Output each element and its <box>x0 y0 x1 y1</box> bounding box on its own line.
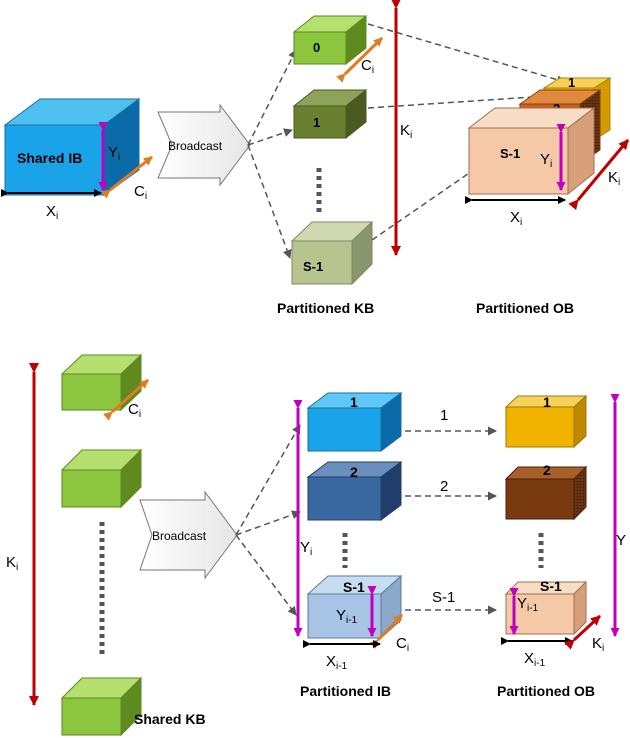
shared-ib-c-arrow <box>100 155 153 199</box>
broadcast-arrow-bottom <box>139 490 238 580</box>
ib-to-ob-label-s-1: S-1 <box>432 589 455 606</box>
shared-ib-label: Shared IB <box>17 150 82 166</box>
ob-bottom-x1-label: Xi-1 <box>524 650 546 669</box>
ib-to-ob-label-1: 1 <box>440 407 448 424</box>
ib-c-label: Ci <box>396 635 409 654</box>
kb-partition-1-label: 1 <box>313 115 320 130</box>
kb-partition-1 <box>292 88 368 140</box>
shared-ib-x-label: Xi <box>46 203 58 222</box>
ob-bottom-y1-label: Yi-1 <box>517 595 539 614</box>
caption-shared-kb: Shared KB <box>134 711 206 727</box>
shared-ib-block <box>3 98 141 196</box>
ob-y-label: Yi <box>540 151 552 170</box>
broadcast-label-top: Broadcast <box>168 139 223 153</box>
ib-partition-2 <box>306 461 403 521</box>
caption-partitioned-ob-top: Partitioned OB <box>476 300 574 316</box>
ob-x-label: Xi <box>510 209 522 228</box>
caption-partitioned-ib: Partitioned IB <box>300 683 391 699</box>
caption-partitioned-kb: Partitioned KB <box>277 300 374 316</box>
ib-partition-2-label: 2 <box>350 464 358 480</box>
broadcast-label-bottom: Broadcast <box>152 529 207 543</box>
ib-partition-1 <box>306 392 403 452</box>
ob-bottom-y-label: Y <box>616 532 626 549</box>
broadcast-arrow-top <box>157 103 251 187</box>
ib-partition-1-label: 1 <box>350 394 358 410</box>
ob-partition-1-label: 1 <box>568 75 575 90</box>
ob-bottom-partition-1-label: 1 <box>543 394 551 410</box>
shared-kb-c-label: Ci <box>128 401 141 420</box>
shared-ib-c-label: Ci <box>134 183 147 202</box>
ob-bottom-partition-1 <box>504 394 588 449</box>
kb-k-label: Ki <box>400 122 412 141</box>
ob-k-label: Ki <box>608 169 620 188</box>
shared-kb-block-2 <box>60 448 143 509</box>
ob-bottom-k-label: Ki <box>592 635 604 654</box>
ob-partition-s-1 <box>467 106 596 196</box>
ob-bottom-partition-2 <box>504 465 588 521</box>
ob-bottom-partition-2-label: 2 <box>543 462 551 478</box>
ib-c-arrow <box>369 613 404 649</box>
kb-partition-s-1-label: S-1 <box>303 259 323 274</box>
ib-y1-label: Yi-1 <box>336 607 358 626</box>
shared-kb-block-3 <box>60 676 143 737</box>
ob-partition-s-1-label: S-1 <box>500 146 520 161</box>
kb-partition-0 <box>292 14 368 66</box>
kb-to-ob-dashed-arrows <box>367 23 566 241</box>
kb-c-label: Ci <box>361 57 374 76</box>
broadcast-dashed-arrows-top <box>247 49 297 259</box>
ib-x1-label: Xi-1 <box>326 653 348 672</box>
kb-partition-s-1 <box>290 220 374 286</box>
shared-kb-k-label: Ki <box>6 554 18 573</box>
ib-partition-s-1-label: S-1 <box>343 579 365 595</box>
kb-partition-0-label: 0 <box>313 40 320 55</box>
ib-to-ob-dashed-arrows <box>405 426 497 615</box>
shared-kb-c-arrow <box>103 378 149 421</box>
kb-c-arrow <box>336 36 384 83</box>
broadcast-dashed-arrows-bottom <box>235 424 301 616</box>
caption-partitioned-ob-bottom: Partitioned OB <box>497 683 595 699</box>
ob-bottom-partition-s-1-label: S-1 <box>540 578 562 594</box>
ib-y-label: Yi <box>300 539 312 558</box>
ob-k-arrow <box>568 139 630 211</box>
ob-bottom-k-arrow <box>563 614 602 650</box>
ib-to-ob-label-2: 2 <box>440 478 448 495</box>
